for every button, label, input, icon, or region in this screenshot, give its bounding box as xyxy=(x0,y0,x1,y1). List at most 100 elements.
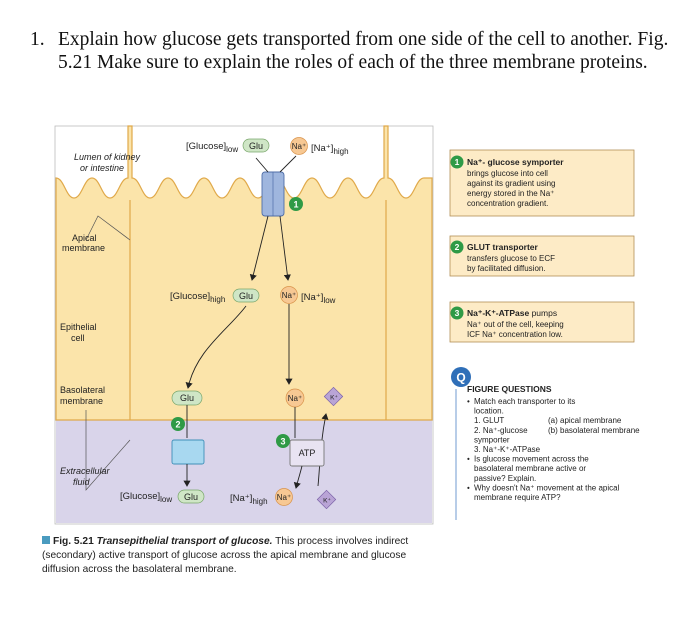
na-k-atpase xyxy=(289,439,325,467)
legend-marker-3-label: 3 xyxy=(455,308,460,318)
glu-to-symporter xyxy=(255,157,269,173)
fq-line-10: membrane require ATP? xyxy=(474,493,561,502)
legend-symporter xyxy=(449,149,635,217)
fq-line-7: basolateral membrane active or xyxy=(474,464,586,473)
glu-top-label: Glu xyxy=(249,141,263,151)
marker-3 xyxy=(276,434,290,448)
legend-marker-3 xyxy=(450,306,464,320)
epithelial-cell-body xyxy=(55,125,433,421)
legend-glut xyxy=(449,235,635,277)
glut-transporter xyxy=(171,439,205,465)
legend-1-line-3: energy stored in the Na⁺ xyxy=(467,189,554,198)
legend-marker-2-label: 2 xyxy=(455,242,460,252)
k-diamond-outside xyxy=(316,489,337,510)
k-diamond-inside xyxy=(323,386,344,407)
legend-marker-2 xyxy=(450,240,464,254)
marker-1 xyxy=(289,197,303,211)
apical-pointer xyxy=(85,215,131,241)
fq-bullet-9: • xyxy=(467,483,470,492)
legend-2-line-1: transfers glucose to ECF xyxy=(467,254,555,263)
lumen-label-2: or intestine xyxy=(80,163,124,173)
marker-1-label: 1 xyxy=(293,200,298,210)
ecf-label-1: Extracellular xyxy=(60,466,111,476)
legend-2-line-2: by facilitated diffusion. xyxy=(467,264,546,273)
fq-line-2: 1. GLUT xyxy=(474,416,504,425)
k-inside-label: K⁺ xyxy=(330,395,338,402)
figure-questions-heading: FIGURE QUESTIONS xyxy=(467,384,552,394)
apical-label-1: Apical xyxy=(72,233,97,243)
legend-3-line-2: ICF Na⁺ concentration low. xyxy=(467,330,563,339)
na-circle-top xyxy=(290,137,308,155)
basolateral-pointer xyxy=(85,410,131,491)
na-circle-bottom xyxy=(275,488,293,506)
fq-line-9: Why doesn't Na⁺ movement at the apical xyxy=(474,483,620,492)
legend-2-title: GLUT transporter xyxy=(467,242,539,252)
na-bottom-label: Na⁺ xyxy=(277,493,291,502)
legend-marker-1-label: 1 xyxy=(455,157,460,167)
na-high-top: [Na⁺]high xyxy=(311,143,349,156)
marker-2 xyxy=(171,417,185,431)
fq-line-1: location. xyxy=(474,407,504,416)
legend-1-title: Na⁺- glucose symporter xyxy=(467,157,564,167)
na-top-label: Na⁺ xyxy=(292,142,306,151)
ecf-label-2: fluid xyxy=(73,477,91,487)
apical-label-2: membrane xyxy=(62,243,105,253)
fq-bullet-0: • xyxy=(467,397,470,406)
figure-questions-icon-letter: Q xyxy=(456,371,465,385)
glucose-low-top: [Glucose]low xyxy=(186,141,238,154)
fq-bullet-6: • xyxy=(467,455,470,464)
na-out-arrow xyxy=(293,465,303,489)
glu-pill-top xyxy=(242,138,270,153)
atp-label: ATP xyxy=(299,448,316,458)
na-circle-mid xyxy=(280,286,298,304)
marker-2-label: 2 xyxy=(175,420,180,430)
na-basal-label: Na⁺ xyxy=(288,394,302,403)
fq-line-4: symporter xyxy=(474,435,510,444)
question-text: 1. Explain how glucose gets transported … xyxy=(30,28,680,74)
caption-title: Transepithelial transport of glucose. xyxy=(96,536,273,547)
na-into-cell-arrow xyxy=(279,215,291,281)
legend-1-line-4: concentration gradient. xyxy=(467,199,548,208)
extracellular-fluid-region xyxy=(56,420,432,523)
fq-line-8: passive? Explain. xyxy=(474,474,536,483)
basolateral-label-1: Basolateral xyxy=(60,385,105,395)
epithelial-label-1: Epithelial xyxy=(60,322,97,332)
glu-basal-label: Glu xyxy=(180,393,194,403)
legend-1-line-1: brings glucose into cell xyxy=(467,169,548,178)
glu-into-cell-arrow xyxy=(249,215,269,281)
fq-line-3: 2. Na⁺-glucose xyxy=(474,426,528,435)
caption-fig-number: Fig. 5.21 xyxy=(53,536,94,547)
question-number: 1. xyxy=(30,29,45,50)
glu-mid-label: Glu xyxy=(239,291,253,301)
glucose-high-mid: [Glucose]high xyxy=(170,291,225,304)
fq-line-5: 3. Na⁺-K⁺-ATPase xyxy=(474,445,541,454)
epithelial-label-2: cell xyxy=(71,333,85,343)
na-to-symporter xyxy=(279,155,297,173)
glu-pill-bottom xyxy=(177,489,205,504)
fq-line-right-3: (b) basolateral membrane xyxy=(548,426,640,435)
na-mid-label: Na⁺ xyxy=(282,291,296,300)
figure-questions-lines: • Match each transporter to itslocation.1… xyxy=(467,397,640,502)
fq-line-6: Is glucose movement across the xyxy=(474,455,589,464)
question-body: Explain how glucose gets transported fro… xyxy=(58,29,669,73)
glu-bottom-label: Glu xyxy=(184,492,198,502)
k-outside-label: K⁺ xyxy=(323,498,331,505)
fq-line-0: Match each transporter to its xyxy=(474,397,575,406)
glu-diffusion-arrow xyxy=(185,305,247,389)
legend-marker-1 xyxy=(450,155,464,169)
fq-line-right-2: (a) apical membrane xyxy=(548,416,622,425)
caption-body: This process involves indirect (secondar… xyxy=(42,536,409,575)
legend-3-title: Na⁺-K⁺-ATPase pumps xyxy=(467,308,557,318)
figure-questions-icon xyxy=(451,367,471,387)
glucose-low-bottom: [Glucose]low xyxy=(120,491,172,504)
marker-3-label: 3 xyxy=(280,437,285,447)
legend-atpase xyxy=(449,301,635,343)
basolateral-label-2: membrane xyxy=(60,396,103,406)
lumen-label-1: Lumen of kidney xyxy=(74,152,141,162)
na-high-bottom: [Na⁺]high xyxy=(230,493,268,506)
legend-3-line-1: Na⁺ out of the cell, keeping xyxy=(467,320,564,329)
glu-pill-mid xyxy=(232,288,260,303)
na-low-mid: [Na⁺]low xyxy=(301,292,336,305)
legend-1-line-2: against its gradient using xyxy=(467,179,556,188)
